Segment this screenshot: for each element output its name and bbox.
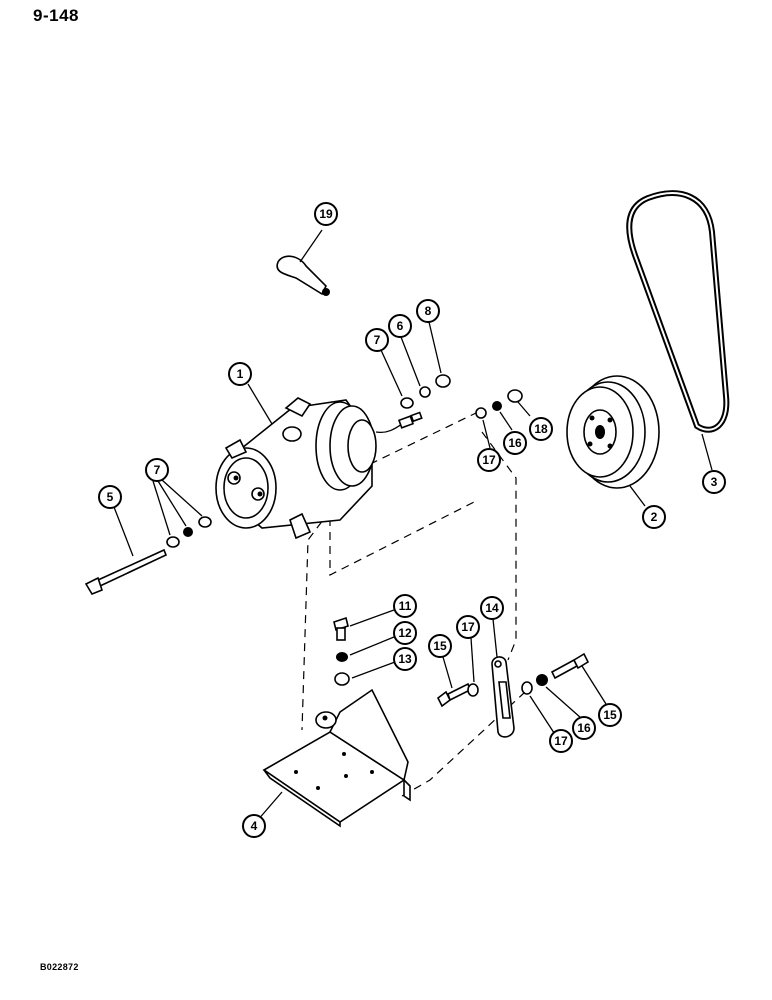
callout-12: 12 bbox=[393, 621, 417, 645]
callout-18: 18 bbox=[529, 417, 553, 441]
callout-15-right: 15 bbox=[598, 703, 622, 727]
svg-text:15: 15 bbox=[603, 708, 617, 722]
svg-text:19: 19 bbox=[319, 207, 333, 221]
callout-5: 5 bbox=[98, 485, 122, 509]
v-belt-icon bbox=[626, 190, 730, 433]
svg-text:2: 2 bbox=[651, 510, 658, 524]
callout-1: 1 bbox=[228, 362, 252, 386]
adjusting-strap-icon bbox=[491, 656, 515, 738]
svg-text:3: 3 bbox=[711, 475, 718, 489]
svg-text:14: 14 bbox=[485, 601, 499, 615]
callout-3: 3 bbox=[702, 470, 726, 494]
svg-text:6: 6 bbox=[397, 319, 404, 333]
callout-16-bottom: 16 bbox=[572, 716, 596, 740]
callout-13: 13 bbox=[393, 647, 417, 671]
svg-text:15: 15 bbox=[433, 639, 447, 653]
callout-14: 14 bbox=[480, 596, 504, 620]
callout-7-left: 7 bbox=[145, 458, 169, 482]
page-number: 9-148 bbox=[33, 6, 79, 25]
pulley-icon bbox=[566, 375, 660, 489]
hardware-parts bbox=[84, 374, 590, 708]
svg-text:16: 16 bbox=[508, 436, 522, 450]
callout-8: 8 bbox=[416, 299, 440, 323]
leader-lines bbox=[113, 321, 713, 822]
svg-text:13: 13 bbox=[398, 652, 412, 666]
ac-compressor-icon bbox=[215, 397, 423, 540]
figure-code: B022872 bbox=[40, 962, 79, 972]
svg-text:7: 7 bbox=[154, 463, 161, 477]
svg-text:8: 8 bbox=[425, 304, 432, 318]
svg-text:11: 11 bbox=[399, 599, 412, 613]
callout-16-top: 16 bbox=[503, 431, 527, 455]
callout-4: 4 bbox=[242, 814, 266, 838]
svg-text:18: 18 bbox=[534, 422, 548, 436]
svg-text:12: 12 bbox=[398, 626, 412, 640]
svg-text:1: 1 bbox=[237, 367, 244, 381]
svg-text:17: 17 bbox=[554, 734, 568, 748]
callout-17-top: 17 bbox=[477, 448, 501, 472]
callout-6: 6 bbox=[388, 314, 412, 338]
callout-17-bottom: 17 bbox=[549, 729, 573, 753]
callout-11: 11 bbox=[393, 594, 417, 618]
svg-text:5: 5 bbox=[107, 490, 114, 504]
callout-17-mid: 17 bbox=[456, 615, 480, 639]
callout-19: 19 bbox=[314, 202, 338, 226]
svg-text:17: 17 bbox=[461, 620, 475, 634]
svg-text:17: 17 bbox=[482, 453, 496, 467]
svg-text:7: 7 bbox=[374, 333, 381, 347]
callout-2: 2 bbox=[642, 505, 666, 529]
svg-text:16: 16 bbox=[577, 721, 591, 735]
mounting-bracket-icon bbox=[262, 688, 411, 828]
svg-text:4: 4 bbox=[251, 819, 258, 833]
cable-tie-icon bbox=[276, 229, 330, 296]
callout-15-left: 15 bbox=[428, 634, 452, 658]
callout-7-top: 7 bbox=[365, 328, 389, 352]
